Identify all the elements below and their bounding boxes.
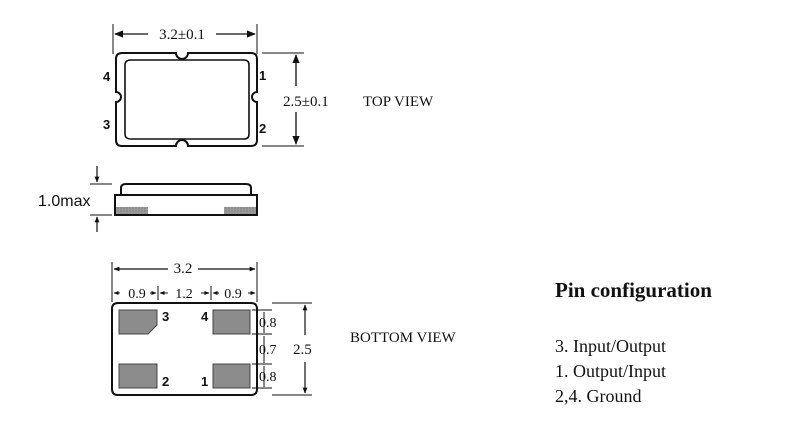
top-pin-1-label: 1 — [259, 68, 266, 83]
pad-1 — [212, 363, 251, 389]
bottom-seg-bottom: 0.8 — [259, 370, 277, 385]
pin-configuration-title: Pin configuration — [555, 278, 712, 302]
bottom-pin-1-label: 1 — [201, 374, 208, 389]
bottom-view-label: BOTTOM VIEW — [350, 330, 457, 346]
bottom-pin-3-label: 3 — [162, 309, 169, 324]
top-lid-outline — [124, 59, 250, 140]
side-lid — [120, 183, 252, 195]
pin-configuration-list: 3. Input/Output 1. Output/Input 2,4. Gro… — [555, 334, 666, 409]
top-height-dimension: 2.5±0.1 — [283, 94, 329, 110]
bottom-pin-4-label: 4 — [201, 309, 209, 324]
side-view: 1.0max — [38, 166, 258, 232]
bottom-seg-right: 0.9 — [224, 287, 242, 302]
bottom-pin-2-label: 2 — [162, 374, 169, 389]
bottom-seg-top: 0.8 — [259, 316, 277, 331]
pad-2 — [118, 363, 158, 389]
top-view: 3.2±0.1 4 1 3 2 2.5±0.1 TOP VIEW — [103, 24, 434, 147]
top-pin-2-label: 2 — [259, 121, 266, 136]
bottom-seg-center: 0.7 — [259, 343, 277, 358]
side-terminal-left — [116, 207, 148, 214]
bottom-view: 3.2 0.9 1.2 0.9 3 4 2 1 0.8 0.7 0.8 — [111, 261, 457, 396]
bottom-seg-mid: 1.2 — [175, 287, 193, 302]
pad-4 — [212, 309, 251, 335]
top-width-dimension: 3.2±0.1 — [159, 27, 205, 43]
top-pin-4-label: 4 — [103, 69, 111, 84]
top-pin-3-label: 3 — [103, 117, 110, 132]
bottom-width-dimension: 3.2 — [174, 261, 193, 277]
bottom-height-dimension: 2.5 — [293, 342, 312, 358]
pad-3 — [118, 309, 158, 335]
pin-config-item: 3. Input/Output — [555, 336, 666, 356]
pin-config-item: 2,4. Ground — [555, 386, 642, 406]
side-terminal-right — [224, 207, 256, 214]
side-height-dimension: 1.0max — [38, 193, 90, 210]
side-base — [114, 194, 258, 216]
top-view-label: TOP VIEW — [363, 94, 434, 110]
bottom-seg-left: 0.9 — [128, 287, 146, 302]
pin-config-item: 1. Output/Input — [555, 361, 666, 381]
